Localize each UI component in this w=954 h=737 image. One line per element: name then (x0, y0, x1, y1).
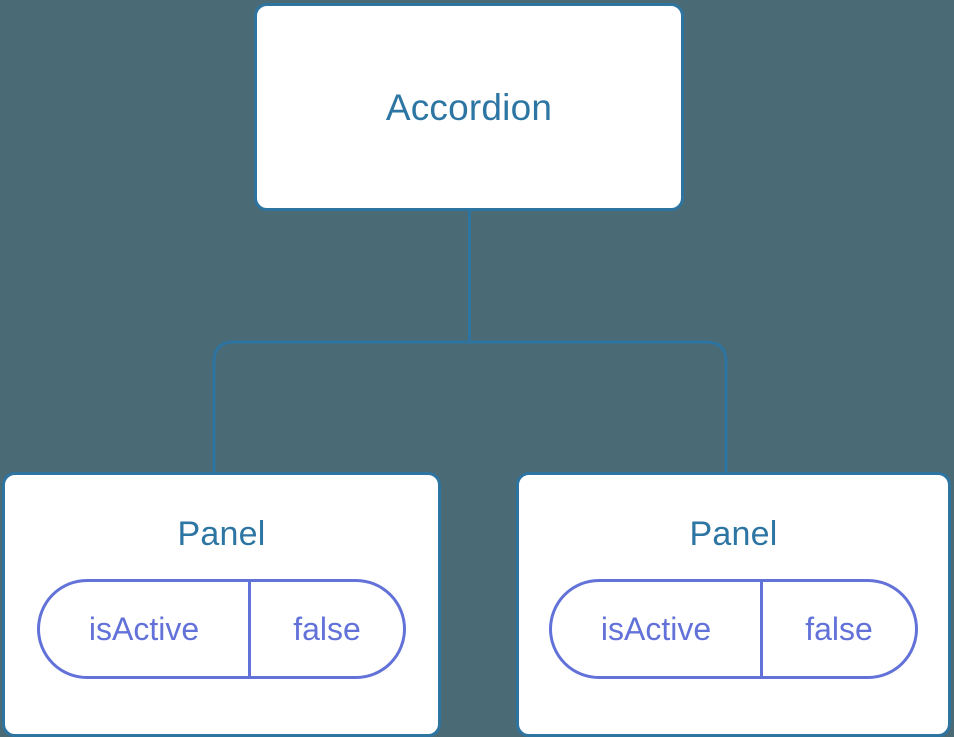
node-panel-right[interactable]: Panel isActive false (516, 472, 951, 737)
node-panel-left-prop-pill[interactable]: isActive false (37, 579, 406, 679)
node-accordion[interactable]: Accordion (254, 3, 684, 211)
edge-accordion-to-panel-left (212, 340, 470, 474)
node-panel-right-prop-pill[interactable]: isActive false (549, 579, 918, 679)
prop-value-isactive: false (293, 611, 361, 647)
node-panel-left[interactable]: Panel isActive false (2, 472, 441, 737)
node-accordion-label: Accordion (385, 86, 553, 128)
prop-key-isactive: isActive (552, 582, 763, 676)
edge-accordion-to-panel-right (469, 340, 728, 474)
node-panel-left-label: Panel (177, 515, 266, 553)
node-panel-right-label: Panel (689, 515, 778, 553)
prop-value-isactive: false (805, 611, 873, 647)
prop-key-isactive: isActive (40, 582, 251, 676)
